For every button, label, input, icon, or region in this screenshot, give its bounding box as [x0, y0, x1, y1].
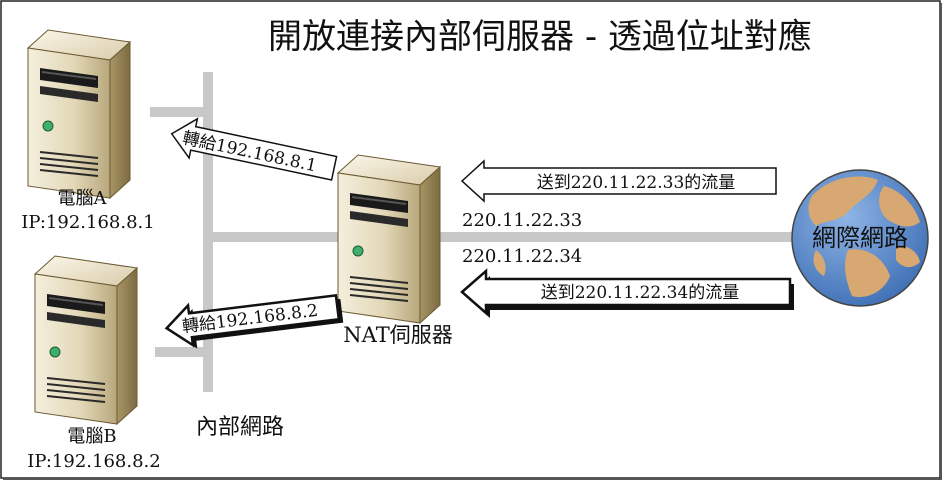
- nat-ip-1: 220.11.22.33: [462, 210, 582, 231]
- internet-label: 網際網路: [812, 224, 908, 252]
- internal-network-label: 內部網路: [196, 415, 284, 440]
- arrow-traffic-33: 送到220.11.22.33的流量: [460, 159, 777, 203]
- nat-server-label: NAT伺服器: [343, 323, 452, 347]
- nat-server-icon: [337, 154, 441, 324]
- arrow-traffic-33-label: 送到220.11.22.33的流量: [537, 173, 736, 193]
- computer-b-name: 電腦B: [67, 426, 116, 447]
- page-title: 開放連接內部伺服器 - 透過位址對應: [268, 17, 812, 57]
- computer-b-ip: IP:192.168.8.2: [27, 451, 160, 472]
- arrow-traffic-34-label: 送到220.11.22.34的流量: [541, 283, 740, 303]
- arrow-to-computer-b: 轉給192.168.8.2: [164, 293, 344, 349]
- computer-a-ip: IP:192.168.8.1: [21, 212, 154, 233]
- computer-b-server-icon: [34, 255, 138, 425]
- computer-a-server-icon: [27, 29, 131, 199]
- computer-a-name: 電腦A: [58, 188, 108, 209]
- nat-ip-2: 220.11.22.34: [462, 246, 582, 267]
- arrow-traffic-34: 送到220.11.22.34的流量: [460, 268, 794, 318]
- internet-globe-icon: [791, 169, 929, 307]
